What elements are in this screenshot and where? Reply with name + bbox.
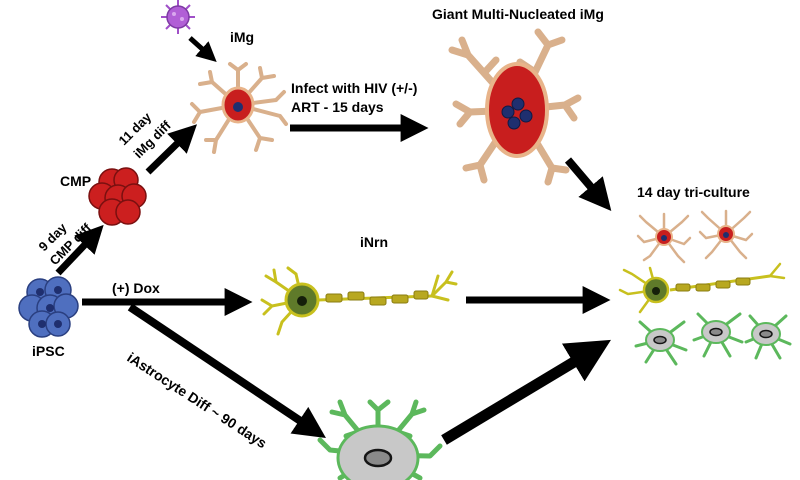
arrow-astro-to-triculture	[441, 339, 611, 445]
arrow-virus-to-img	[188, 36, 217, 63]
label-cmp: CMP	[60, 173, 91, 189]
ipsc-cell-cluster-icon	[18, 276, 79, 338]
astrocyte-cell-icon	[317, 399, 443, 480]
label-astro-diff: iAstrocyte Diff ~ 90 days	[124, 349, 270, 451]
arrow-cmp-to-img	[145, 124, 198, 175]
label-giant-microglia: Giant Multi-Nucleated iMg	[432, 6, 604, 22]
giant-microglia-cell-icon	[448, 28, 582, 186]
triculture-microglia-1-icon	[636, 212, 692, 264]
triculture-astrocytes-icon	[634, 312, 792, 366]
triculture-neuron-icon	[618, 262, 786, 314]
label-ipsc: iPSC	[32, 343, 65, 359]
arrow-astro-diff	[127, 303, 326, 439]
cmp-cell-cluster-icon	[88, 167, 147, 226]
hiv-virus-icon	[161, 0, 195, 34]
arrow-giant-to-triculture	[564, 157, 612, 211]
label-inrn: iNrn	[360, 234, 388, 250]
label-imicroglia: iMg	[230, 29, 254, 45]
label-dox: (+) Dox	[112, 280, 160, 296]
label-infect-line2: ART - 15 days	[291, 99, 384, 115]
triculture-microglia-2-icon	[698, 209, 754, 260]
neuron-cell-icon	[260, 266, 458, 336]
arrow-ipsc-to-cmp	[55, 224, 104, 276]
label-infect-line1: Infect with HIV (+/-)	[291, 80, 417, 96]
microglia-cell-icon	[190, 62, 288, 154]
label-triculture: 14 day tri-culture	[637, 184, 750, 200]
